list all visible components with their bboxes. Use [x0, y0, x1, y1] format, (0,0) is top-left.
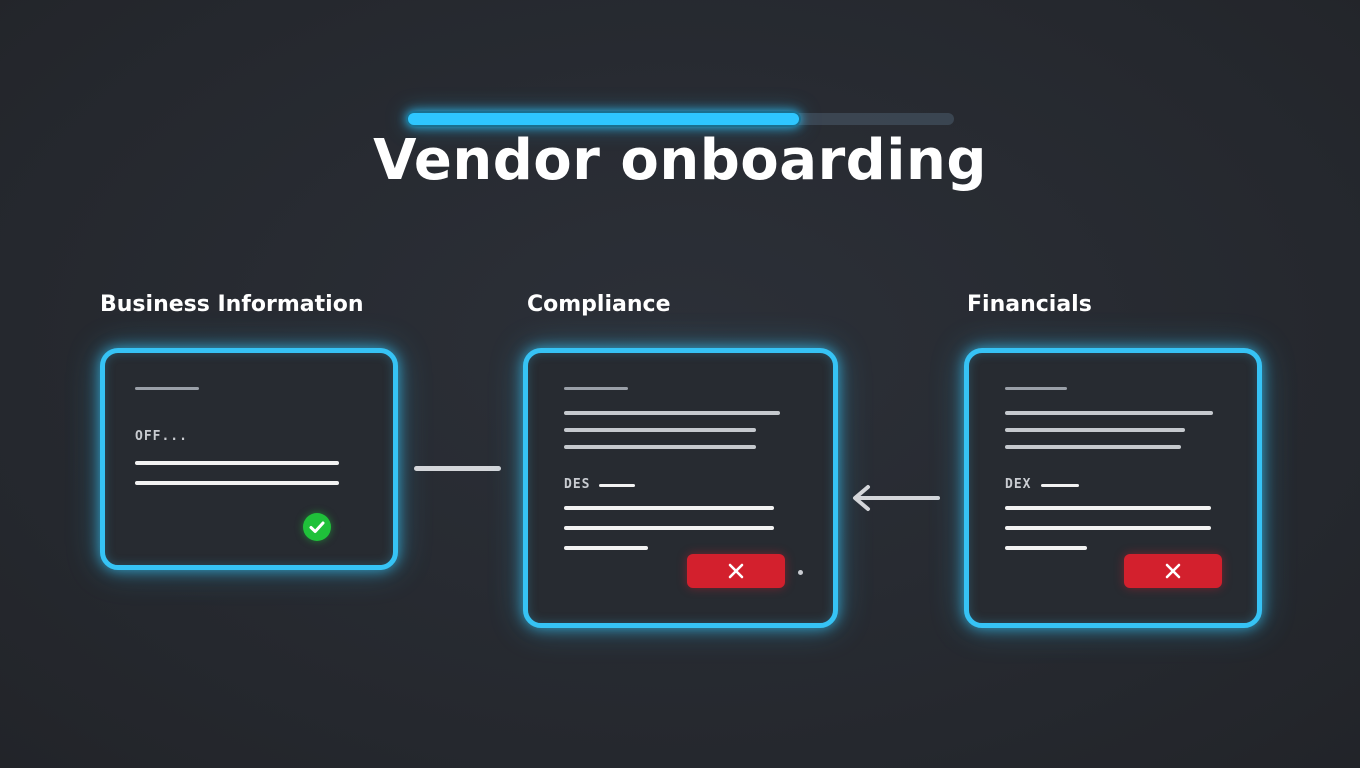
input-line [564, 546, 648, 550]
reject-button[interactable] [687, 554, 785, 588]
close-icon [1165, 563, 1181, 579]
page-title: Vendor onboarding [373, 128, 987, 193]
check-circle-icon [303, 513, 331, 541]
placeholder-line [564, 387, 628, 390]
connector-line [414, 466, 501, 471]
field-caption: DES [564, 477, 591, 492]
field-caption: DEX [1005, 477, 1032, 492]
close-icon [728, 563, 744, 579]
reject-button[interactable] [1124, 554, 1222, 588]
input-line [564, 526, 774, 530]
input-line [599, 484, 635, 487]
progress-fill [406, 111, 801, 127]
step-card-financials[interactable]: DEX [964, 348, 1262, 628]
step-label-compliance: Compliance [527, 292, 671, 317]
input-line [135, 461, 339, 465]
step-card-business-information[interactable]: OFF... [100, 348, 398, 570]
arrow-left-icon [853, 485, 940, 511]
text-line [564, 428, 756, 432]
input-line [135, 481, 339, 485]
text-line [564, 411, 780, 415]
step-label-financials: Financials [967, 292, 1092, 317]
placeholder-line [1005, 387, 1067, 390]
text-line [1005, 428, 1185, 432]
step-label-business-information: Business Information [100, 292, 364, 317]
text-line [1005, 411, 1213, 415]
step-card-compliance[interactable]: DES [523, 348, 838, 628]
input-line [564, 506, 774, 510]
text-line [564, 445, 756, 449]
input-line [1005, 506, 1211, 510]
indicator-dot [798, 570, 803, 575]
input-line [1005, 546, 1087, 550]
input-line [1041, 484, 1079, 487]
field-caption: OFF... [135, 429, 188, 444]
placeholder-line [135, 387, 199, 390]
input-line [1005, 526, 1211, 530]
text-line [1005, 445, 1181, 449]
